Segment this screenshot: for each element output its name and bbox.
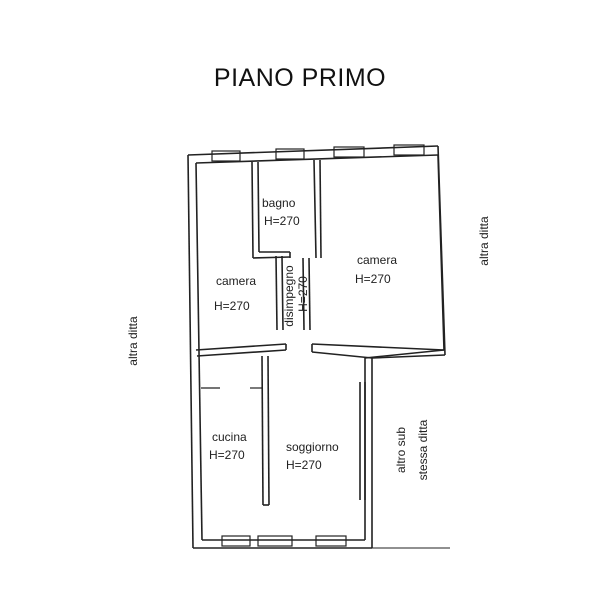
soggiorno-name: soggiorno — [286, 440, 339, 454]
camera-right-height: H=270 — [355, 272, 391, 286]
outer-walls — [187, 145, 450, 549]
top-windows — [211, 144, 425, 162]
camera-left-height: H=270 — [214, 299, 250, 313]
neighbor-right-lower-label-2: stessa ditta — [416, 419, 430, 481]
camera-left-name: camera — [216, 274, 257, 288]
cucina-height: H=270 — [209, 448, 245, 462]
neighbor-right-lower-label-1: altro sub — [394, 426, 408, 474]
disimpegno-height: H=270 — [296, 276, 310, 312]
bottom-windows — [221, 535, 347, 547]
plan-title: PIANO PRIMO — [213, 64, 387, 92]
middle-wall — [195, 343, 445, 359]
neighbor-right-label: altra ditta — [477, 216, 491, 266]
bagno-walls — [251, 159, 322, 259]
disimpegno-walls — [275, 255, 311, 331]
camera-right-name: camera — [357, 253, 398, 267]
cucina-name: cucina — [212, 430, 247, 444]
disimpegno-name: disimpegno — [282, 265, 296, 327]
bagno-name: bagno — [262, 196, 296, 210]
soggiorno-height: H=270 — [286, 458, 322, 472]
cucina-soggiorno-wall — [201, 355, 270, 506]
soggiorno-right-wall — [359, 382, 366, 500]
neighbor-left-label: altra ditta — [126, 316, 140, 366]
bagno-height: H=270 — [264, 214, 300, 228]
